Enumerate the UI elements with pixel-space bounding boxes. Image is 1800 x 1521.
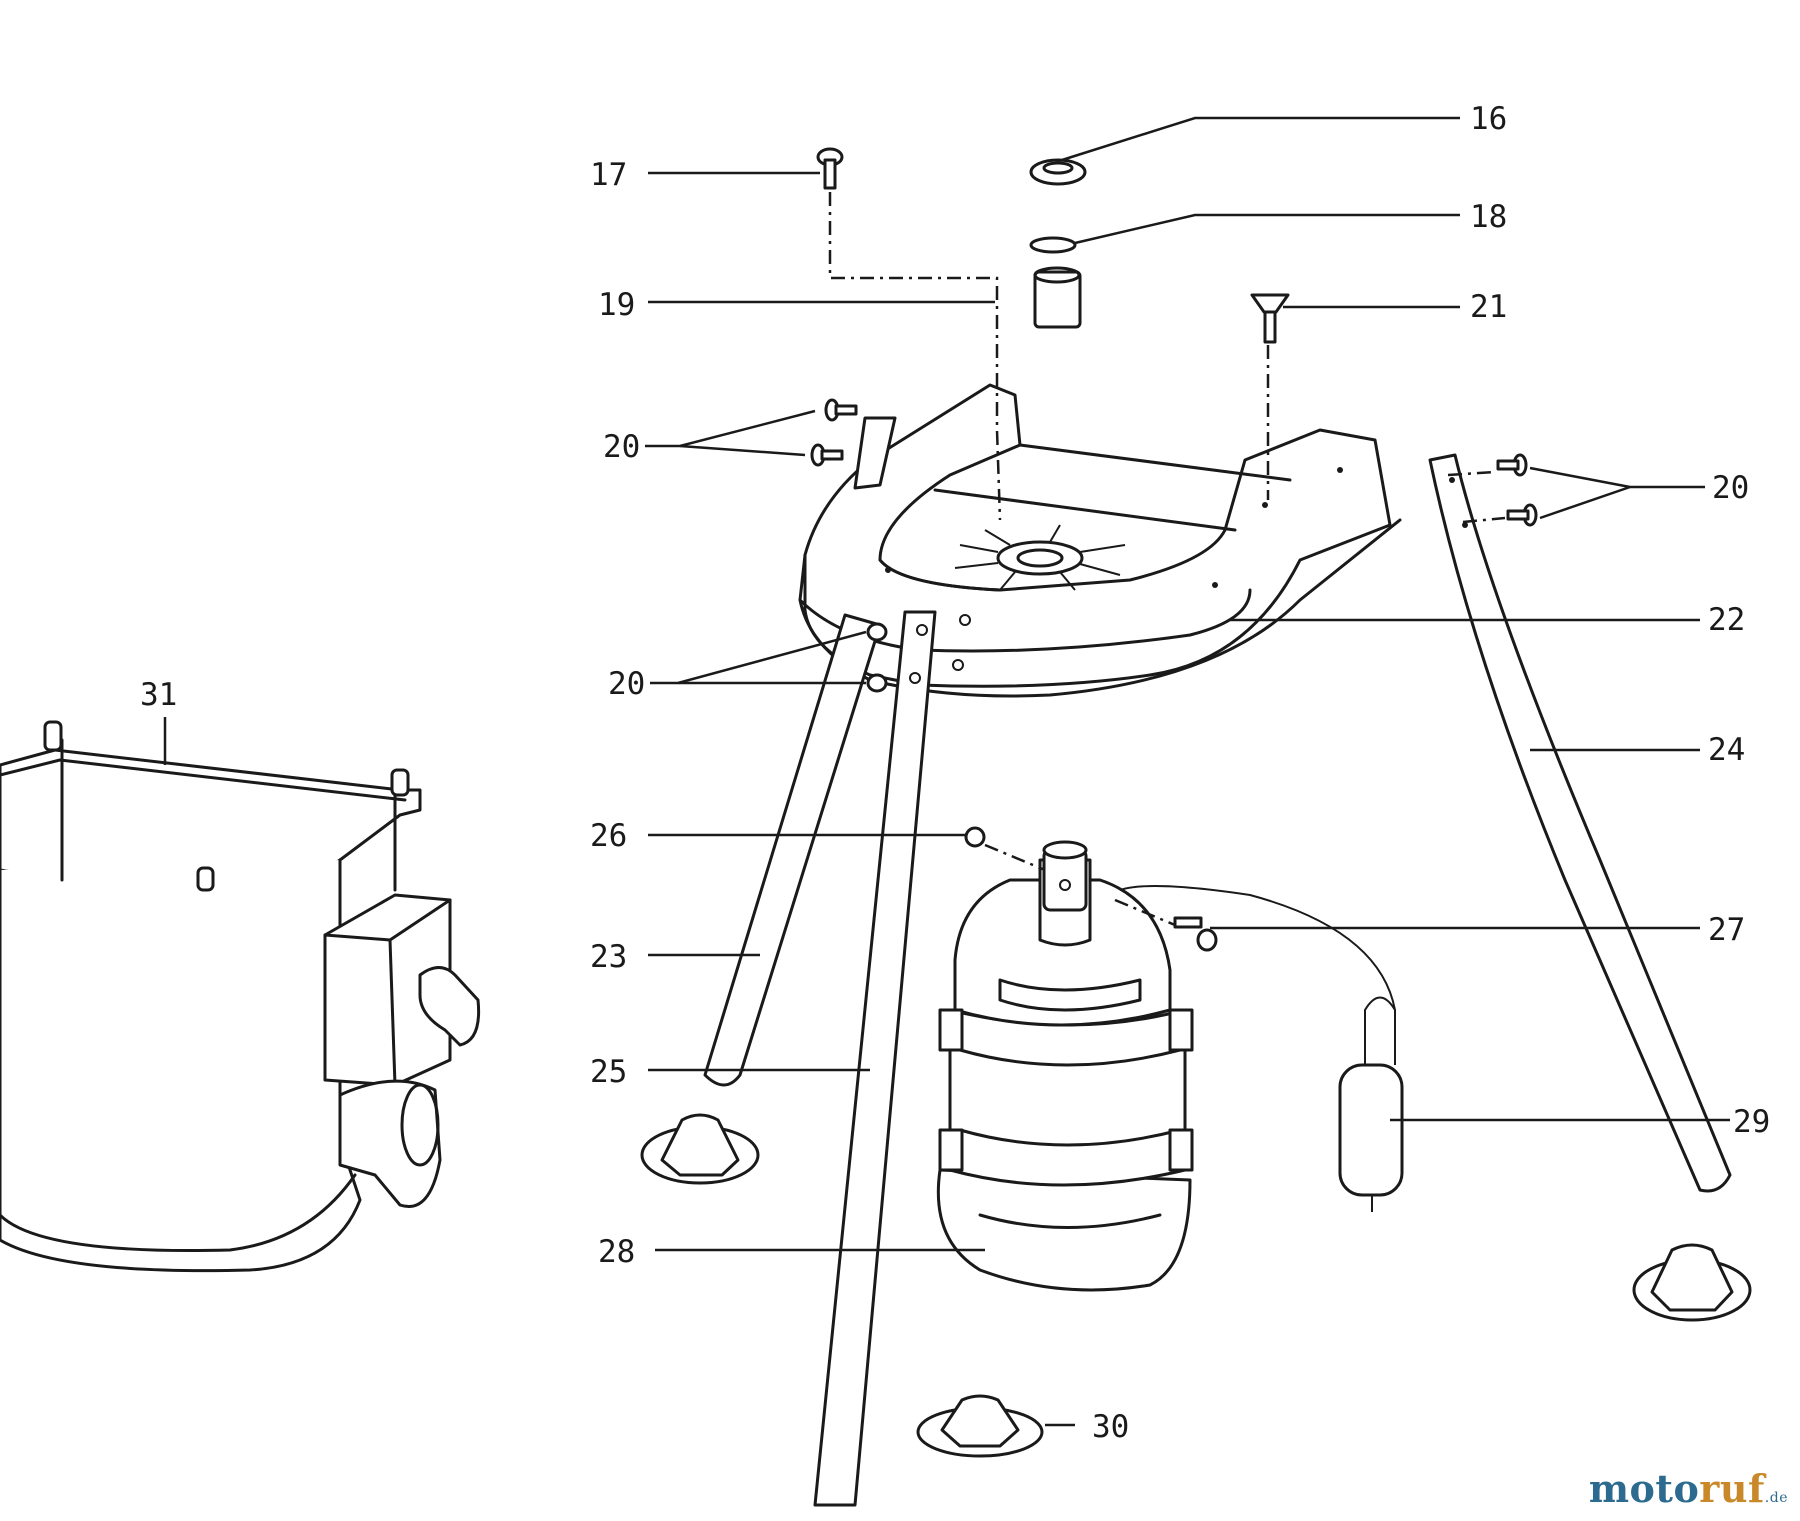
callout-20-left-top: 20 — [603, 429, 640, 465]
part-21-screw — [1250, 293, 1290, 344]
part-18-washer — [1029, 236, 1077, 254]
part-28-motor — [936, 840, 1194, 1292]
callout-26: 26 — [590, 818, 627, 854]
callout-29: 29 — [1733, 1104, 1770, 1140]
part-17-bolt — [816, 147, 844, 190]
part-30-feet — [640, 1113, 1752, 1458]
callout-16: 16 — [1470, 101, 1507, 137]
part-27-screw — [1173, 916, 1218, 952]
assembly-centerlines — [828, 192, 1506, 927]
part-23-left-leg — [703, 416, 897, 1087]
callout-24: 24 — [1708, 732, 1745, 768]
callout-labels: 16 17 18 19 21 20 20 22 20 31 24 26 27 2… — [140, 101, 1770, 1445]
callout-31: 31 — [140, 677, 177, 713]
leader-lines — [163, 116, 1730, 1427]
watermark-part-a: moto — [1588, 1466, 1700, 1511]
callout-27: 27 — [1708, 912, 1745, 948]
part-29-capacitor — [1119, 885, 1404, 1212]
part-26-nut — [964, 826, 986, 848]
callout-20-left-bottom: 20 — [608, 666, 645, 702]
callout-18: 18 — [1470, 199, 1507, 235]
callout-20-right: 20 — [1712, 470, 1749, 506]
callout-17: 17 — [590, 157, 627, 193]
watermark-part-b: ruf — [1699, 1466, 1765, 1511]
part-31-hopper — [0, 720, 481, 1273]
callout-23: 23 — [590, 939, 627, 975]
callout-30: 30 — [1092, 1409, 1129, 1445]
watermark-tld: .de — [1764, 1490, 1788, 1506]
part-19-bushing — [1033, 266, 1082, 329]
part-16-cap — [1029, 158, 1087, 186]
part-20-screws — [810, 398, 1538, 693]
callout-25: 25 — [590, 1054, 627, 1090]
watermark-logo: motoruf.de — [1589, 1466, 1788, 1511]
callout-22: 22 — [1708, 602, 1745, 638]
part-24-right-leg — [1428, 453, 1732, 1193]
callout-19: 19 — [598, 287, 635, 323]
callout-28: 28 — [598, 1234, 635, 1270]
callout-21: 21 — [1470, 289, 1507, 325]
